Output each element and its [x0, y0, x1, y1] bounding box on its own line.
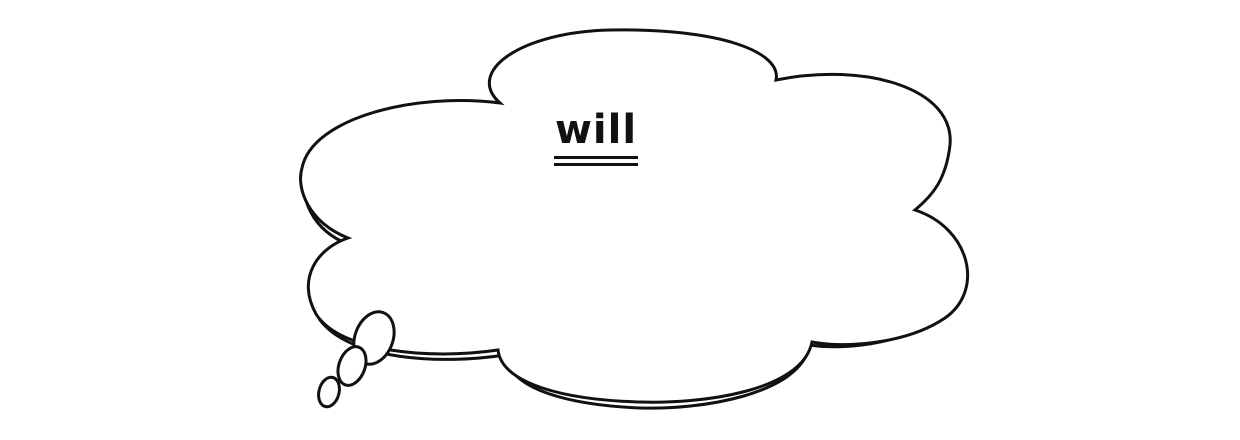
bubble-word: will [554, 107, 638, 153]
thought-circle-medium [336, 345, 368, 387]
double-underline-bottom [554, 163, 638, 166]
thought-bubble-outline [299, 28, 969, 404]
double-underline-top [554, 156, 638, 159]
thought-circle-small [317, 375, 341, 409]
